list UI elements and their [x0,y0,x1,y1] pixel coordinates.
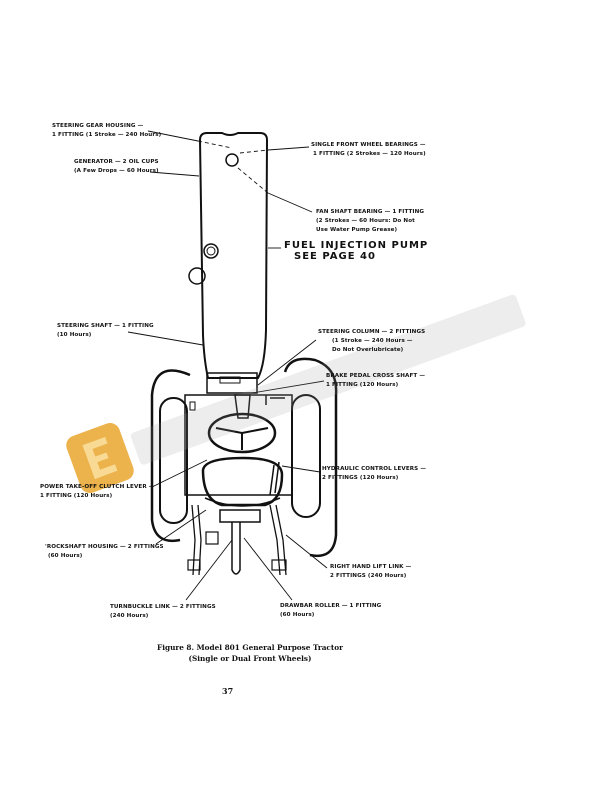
drawbar [231,522,241,575]
label-steering-gear-housing: STEERING GEAR HOUSING — 1 FITTING (1 Stro… [52,122,161,140]
left-tire [159,397,188,524]
label-line: 2 FITTINGS (240 Hours) [330,573,407,579]
label-line: (240 Hours) [110,613,149,619]
page-number: 37 [222,686,234,696]
label-line: 'ROCKSHAFT HOUSING — 2 FITTINGS [45,544,164,550]
label-hydraulic-control-levers: HYDRAULIC CONTROL LEVERS — 2 FITTINGS (12… [322,465,426,483]
label-line: SINGLE FRONT WHEEL BEARINGS — [311,142,426,148]
label-line: 1 FITTING (2 Strokes — 120 Hours) [313,151,426,157]
label-line: DRAWBAR ROLLER — 1 FITTING [280,603,382,609]
label-steering-shaft: STEERING SHAFT — 1 FITTING (10 Hours) [57,322,154,340]
label-line: (60 Hours) [48,553,83,559]
label-fan-shaft-bearing: FAN SHAFT BEARING — 1 FITTING (2 Strokes … [316,208,424,235]
caption-line: (Single or Dual Front Wheels) [188,654,312,663]
label-line: (A Few Drops — 60 Hours) [74,168,159,174]
label-line: STEERING COLUMN — 2 FITTINGS [318,329,426,335]
label-line: GENERATOR — 2 OIL CUPS [74,159,159,165]
label-line: (10 Hours) [57,332,92,338]
generator-oil-cup [188,267,206,285]
label-line: HYDRAULIC CONTROL LEVERS — [322,466,427,472]
label-line: FAN SHAFT BEARING — 1 FITTING [316,209,425,215]
label-line: SEE PAGE 40 [294,251,376,262]
hood [198,132,269,379]
caption-line: Figure 8. Model 801 General Purpose Trac… [157,643,343,652]
figure-caption: Figure 8. Model 801 General Purpose Trac… [0,642,500,664]
label-rockshaft-housing: 'ROCKSHAFT HOUSING — 2 FITTINGS (60 Hours… [45,543,164,561]
steering-wheel [207,412,277,454]
label-line: POWER TAKE-OFF CLUTCH LEVER — [40,484,155,490]
label-line: 1 FITTING (120 Hours) [326,382,399,388]
label-line: 2 FITTINGS (120 Hours) [322,475,399,481]
label-line: BRAKE PEDAL CROSS SHAFT — [326,373,426,379]
label-generator: GENERATOR — 2 OIL CUPS (A Few Drops — 60 … [74,158,159,176]
label-line: 1 FITTING (1 Stroke — 240 Hours) [52,132,162,138]
seat [201,456,284,507]
label-line: STEERING SHAFT — 1 FITTING [57,323,154,329]
label-line: STEERING GEAR HOUSING — [52,123,144,129]
label-steering-column: STEERING COLUMN — 2 FITTINGS (1 Stroke — … [318,328,425,355]
dashboard [206,372,258,394]
label-line: TURNBUCKLE LINK — 2 FITTINGS [110,604,216,610]
label-line: Do Not Overlubricate) [332,347,404,353]
label-line: (60 Hours) [280,612,315,618]
right-tire [291,394,321,518]
left-fender [150,369,191,543]
leader-lines [127,130,328,601]
label-turnbuckle-link: TURNBUCKLE LINK — 2 FITTINGS (240 Hours) [110,603,216,621]
label-single-front-wheel-bearings: SINGLE FRONT WHEEL BEARINGS — 1 FITTING (… [311,141,426,159]
label-brake-pedal-cross-shaft: BRAKE PEDAL CROSS SHAFT — 1 FITTING (120 … [326,372,425,390]
label-line: FUEL INJECTION PUMP [284,240,429,251]
right-fender [283,357,338,558]
front-wheel-bearing-fitting [225,153,239,167]
label-right-hand-lift-link: RIGHT HAND LIFT LINK — 2 FITTINGS (240 Ho… [330,563,411,581]
right-lift-link [269,504,287,576]
fuel-injection-pump-fitting [203,243,219,259]
label-line: Use Water Pump Grease) [316,227,398,233]
label-line: 1 FITTING (120 Hours) [40,493,113,499]
label-line: (1 Stroke — 240 Hours — [332,338,413,344]
label-power-take-off-clutch-lever: POWER TAKE-OFF CLUTCH LEVER — 1 FITTING (… [40,483,154,501]
label-line: (2 Strokes — 60 Hours: Do Not [316,218,415,224]
label-drawbar-roller: DRAWBAR ROLLER — 1 FITTING (60 Hours) [280,602,381,620]
label-line: RIGHT HAND LIFT LINK — [330,564,412,570]
